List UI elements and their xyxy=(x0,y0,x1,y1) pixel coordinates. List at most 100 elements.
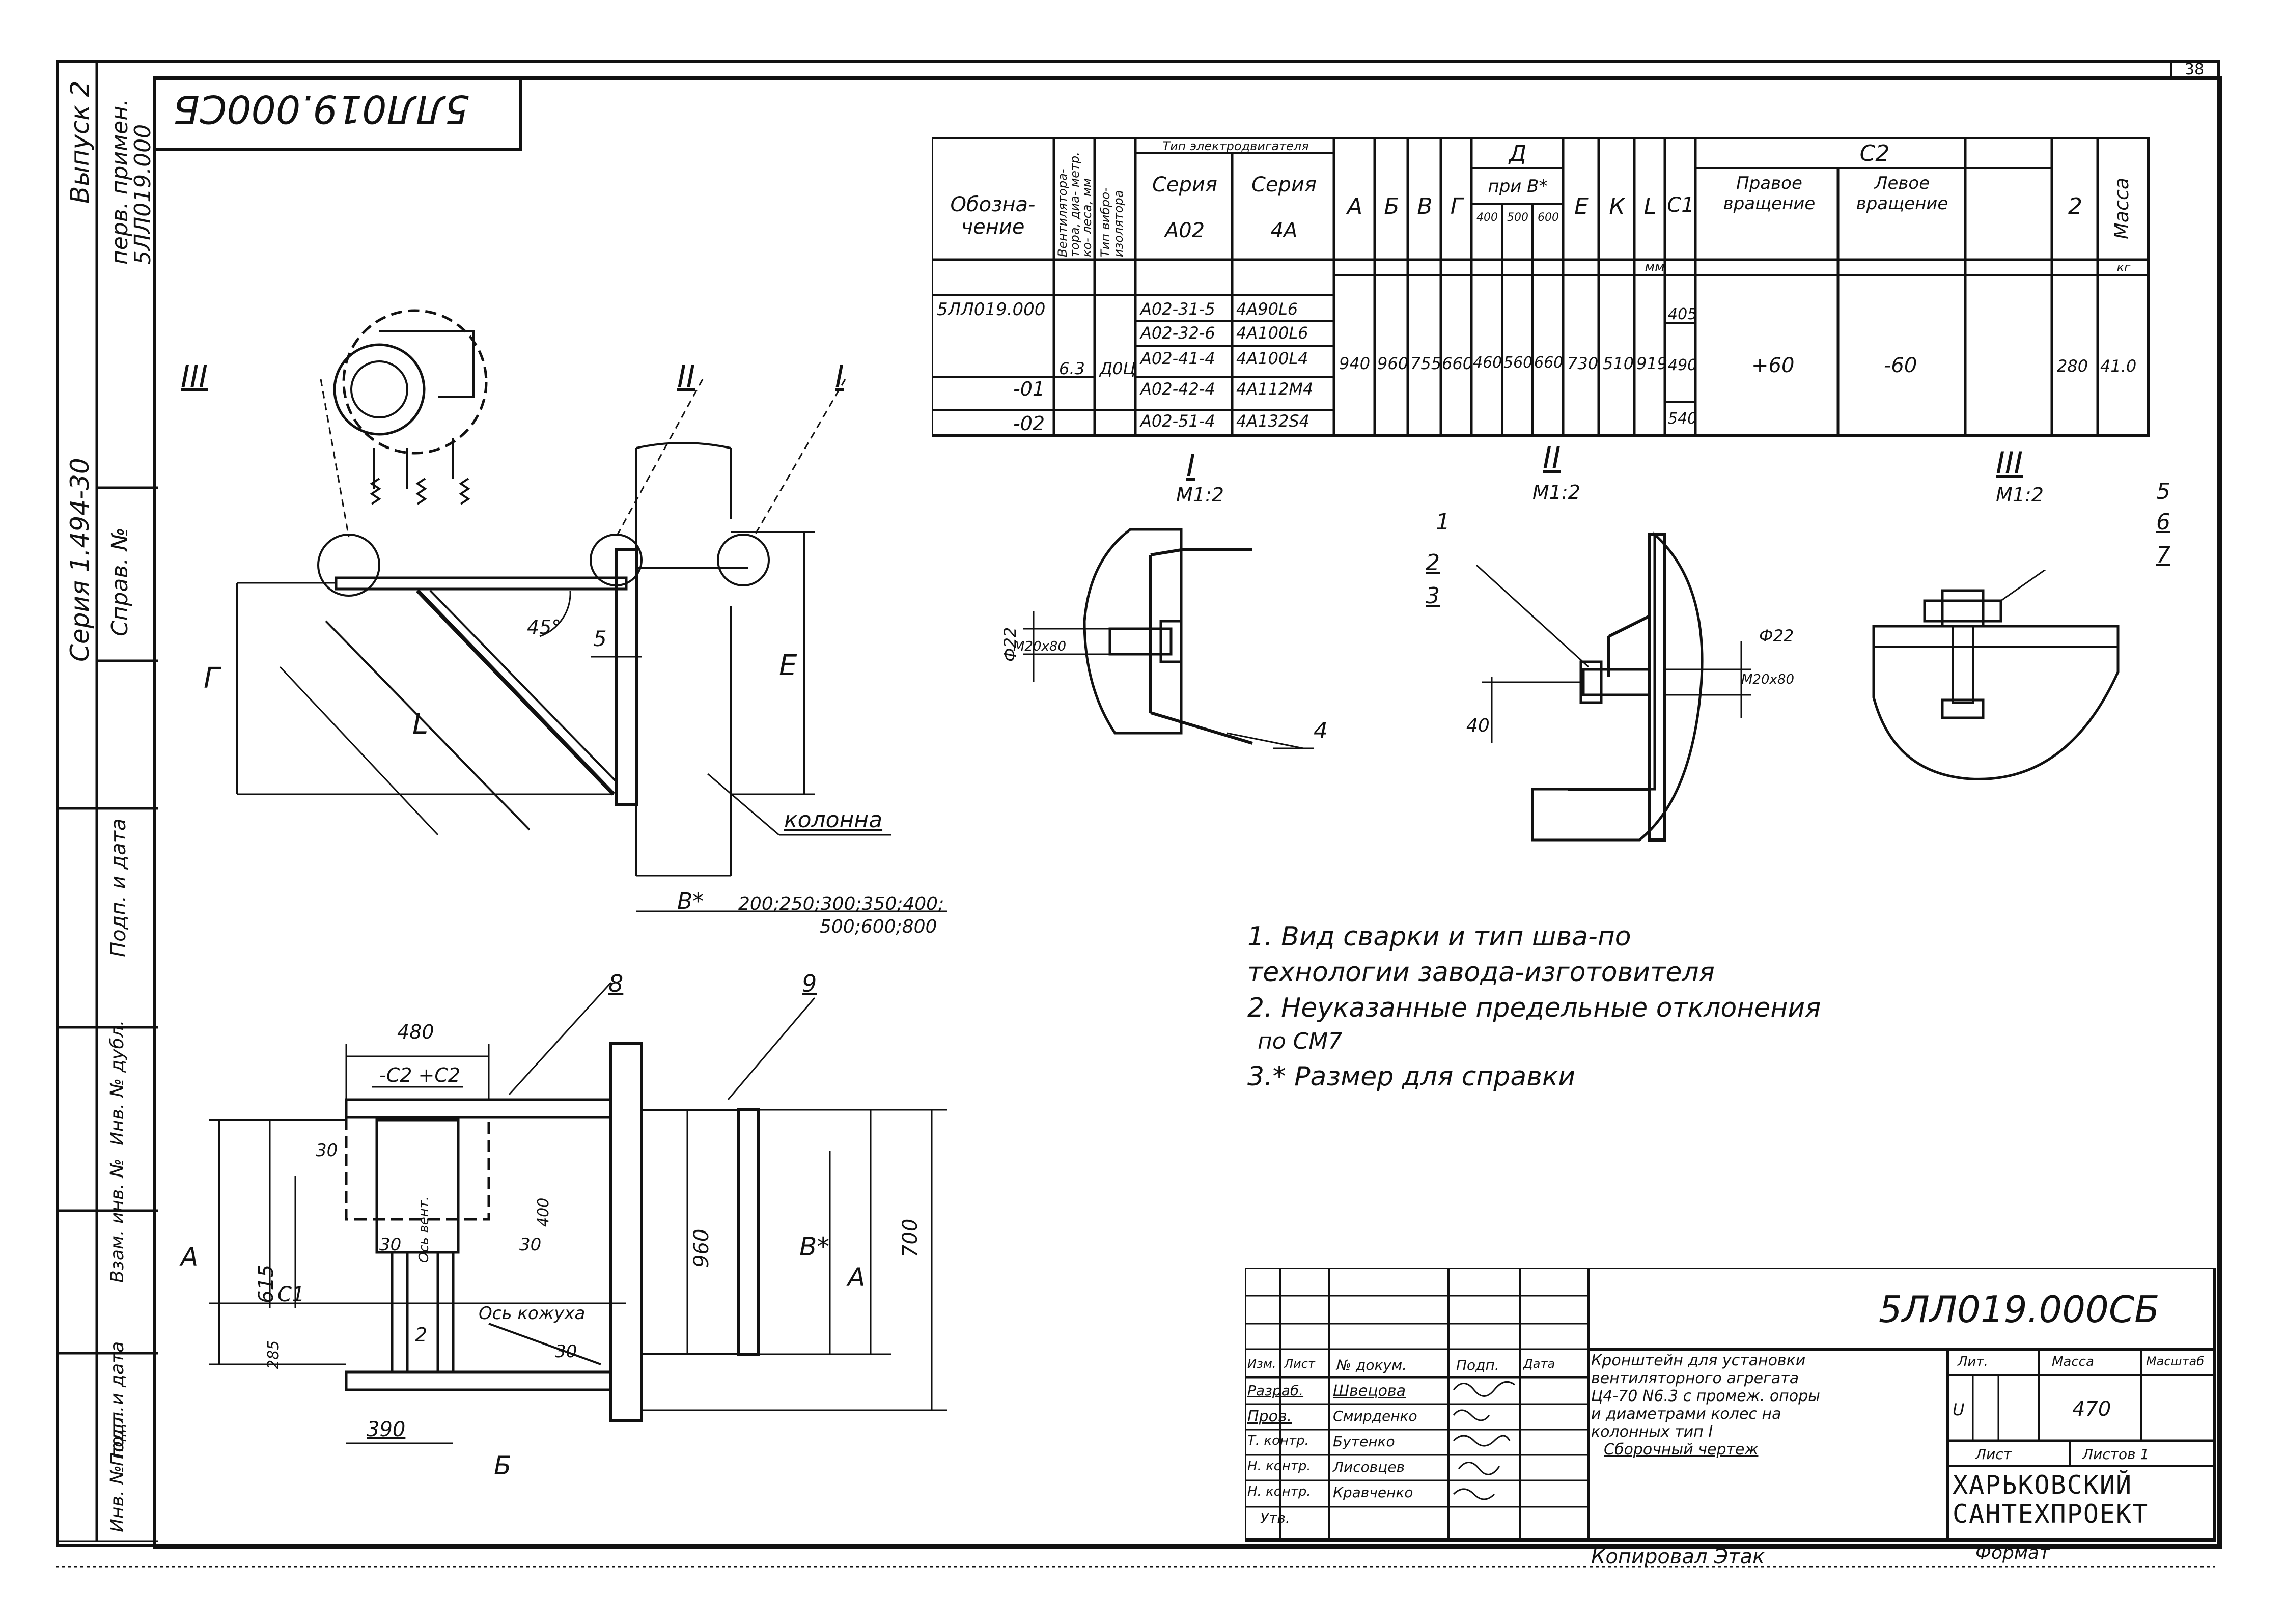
cell-A: 940 xyxy=(1339,354,1371,373)
th-tip-vibroizol: Тип вибро- изолятора xyxy=(1098,187,1126,257)
view-II-title: II xyxy=(1543,440,1561,476)
th-D-sub: при В* xyxy=(1488,176,1548,197)
signatures xyxy=(1453,1381,1515,1500)
th-K: К xyxy=(1609,193,1625,219)
callout-III-label: III xyxy=(181,359,208,395)
cell-C1-c: 540 xyxy=(1668,410,1697,428)
plan-dim-B-star: В* xyxy=(799,1232,830,1262)
th-seriya-a02-sub: А02 xyxy=(1164,219,1205,242)
b-values-1: 200;250;300;350;400; xyxy=(738,893,944,914)
title-block-grid xyxy=(1245,1268,2216,1542)
row4-4a: 4А112М4 xyxy=(1236,379,1314,399)
cell-V: 755 xyxy=(1410,354,1442,373)
plan-dim-2: 2 xyxy=(415,1324,428,1346)
row3-a02: А02-41-4 xyxy=(1140,349,1215,368)
cell-D400: 460 xyxy=(1473,354,1502,372)
side-podp-data-1: Подп. и дата xyxy=(107,818,130,957)
tb-nkontr: Н. контр. xyxy=(1247,1459,1311,1474)
plan-os-ventilyatora: Ось вент. xyxy=(416,1196,432,1263)
view-II-dia: Ф22 xyxy=(1759,626,1794,646)
th-A: А xyxy=(1347,193,1363,219)
spec-table-grid xyxy=(932,137,2150,437)
title-code: 5ЛЛ019.000СБ xyxy=(1879,1288,2160,1331)
side-perv-primen-value: 5ЛЛ019.000 xyxy=(130,124,156,265)
side-block-lines xyxy=(56,60,158,1542)
th-D-600: 600 xyxy=(1538,211,1559,224)
row5-oboz: -02 xyxy=(1013,412,1045,435)
th-unit-kg: кг xyxy=(2116,260,2131,274)
dim-G: Г xyxy=(204,662,220,695)
title-lit-value: U xyxy=(1953,1400,1965,1419)
view-II-dim-40: 40 xyxy=(1466,715,1490,736)
title-name-6: Сборочный чертеж xyxy=(1604,1441,1759,1459)
th-D: Д xyxy=(1509,140,1527,166)
th-elektrodvig: Тип электродвигателя xyxy=(1162,139,1309,153)
side-inv-dubl: Инв. № дубл. xyxy=(107,1020,128,1145)
plan-view-drawing xyxy=(209,982,947,1444)
row4-a02: А02-42-4 xyxy=(1140,379,1215,399)
tb-hdr-doc: № докум. xyxy=(1336,1357,1407,1374)
th-C2: С2 xyxy=(1859,140,1890,166)
note-2: 2. Неуказанные предельные отклонения xyxy=(1247,993,1821,1023)
title-massa-label: Масса xyxy=(2052,1354,2094,1369)
row5-4a: 4А132S4 xyxy=(1236,411,1309,431)
cell-massa: 41.0 xyxy=(2100,356,2137,376)
title-name-5: колонных тип I xyxy=(1591,1423,1713,1441)
tb-nkontr-name: Лисовцев xyxy=(1333,1459,1405,1475)
tb-tkontr-name: Бутенко xyxy=(1333,1433,1395,1450)
title-name-3: Ц4-70 N6.3 с промеж. опоры xyxy=(1591,1387,1820,1405)
cell-C2-right: +60 xyxy=(1751,354,1795,377)
row1-a02: А02-31-5 xyxy=(1140,299,1215,319)
plan-dim-700: 700 xyxy=(899,1218,922,1257)
plan-dim-390: 390 xyxy=(367,1418,406,1441)
view-II-leader-1: 1 xyxy=(1436,509,1450,535)
callout-II-label: II xyxy=(677,359,695,395)
title-org-2: САНТЕХПРОЕКТ xyxy=(1953,1499,2149,1529)
side-perv-primen-label: перв. примен. xyxy=(107,99,133,265)
sheet-number-box: 38 xyxy=(2170,60,2219,80)
view-I-scale: М1:2 xyxy=(1176,484,1224,506)
th-seriya-4a: Серия xyxy=(1251,173,1317,197)
kolonna-label: колонна xyxy=(784,807,883,833)
row1-oboz: 5ЛЛ019.000 xyxy=(937,299,1046,320)
title-name-2: вентиляторного агрегата xyxy=(1591,1369,1799,1387)
cell-D500: 560 xyxy=(1503,354,1533,372)
plan-os-kozhukha: Ось кожуха xyxy=(479,1303,586,1324)
th-D-500: 500 xyxy=(1507,211,1528,224)
tb-razrab-name: Швецова xyxy=(1333,1382,1406,1400)
fan-outer-circle xyxy=(342,309,488,455)
footer-format: Формат xyxy=(1975,1543,2050,1563)
note-3: 3.* Размер для справки xyxy=(1247,1061,1576,1092)
plan-dim-480: 480 xyxy=(397,1021,434,1043)
view-III-leader-7: 7 xyxy=(2156,542,2170,568)
footer-kopiroval: Копировал Этак xyxy=(1591,1545,1765,1569)
plan-dim-A: А xyxy=(181,1242,199,1272)
tb-last: Утв. xyxy=(1260,1509,1290,1526)
plan-dim-30-d: 30 xyxy=(555,1341,577,1362)
title-name-4: и диаметрами колес на xyxy=(1591,1405,1781,1423)
view-II-leader-2: 2 xyxy=(1426,550,1440,576)
note-2b: по СМ7 xyxy=(1258,1028,1343,1054)
plan-leader-8: 8 xyxy=(608,970,624,997)
plan-dim-B: Б xyxy=(494,1451,512,1480)
row5-a02: А02-51-4 xyxy=(1140,411,1215,431)
th-oboznachenie: Обозна- чение xyxy=(950,193,1036,239)
plan-leader-9: 9 xyxy=(802,970,817,997)
tb-hdr-list: Лист xyxy=(1284,1357,1315,1371)
view-III-title: III xyxy=(1996,445,2023,481)
title-massa-value: 470 xyxy=(2072,1397,2111,1421)
th-massa: Масса xyxy=(2110,177,2133,239)
th-seriya-4a-sub: 4А xyxy=(1270,219,1298,242)
side-seriya: Серия 1.494-30 xyxy=(65,458,95,662)
th-seriya-a02: Серия xyxy=(1152,173,1217,197)
tb-prov-name: Смирденко xyxy=(1333,1408,1417,1424)
b-values-2: 500;600;800 xyxy=(820,916,937,937)
tb-prov: Пров. xyxy=(1247,1408,1292,1425)
dim-E: Е xyxy=(779,649,797,682)
tb-utv: Н. контр. xyxy=(1247,1484,1311,1499)
row2-4a: 4А100L6 xyxy=(1236,323,1308,343)
side-vypusk: Выпуск 2 xyxy=(65,80,95,204)
th-unit-mm: мм xyxy=(1645,260,1665,275)
row1-4a: 4А90L6 xyxy=(1236,299,1298,319)
plan-dim-C1: С1 xyxy=(277,1283,305,1306)
